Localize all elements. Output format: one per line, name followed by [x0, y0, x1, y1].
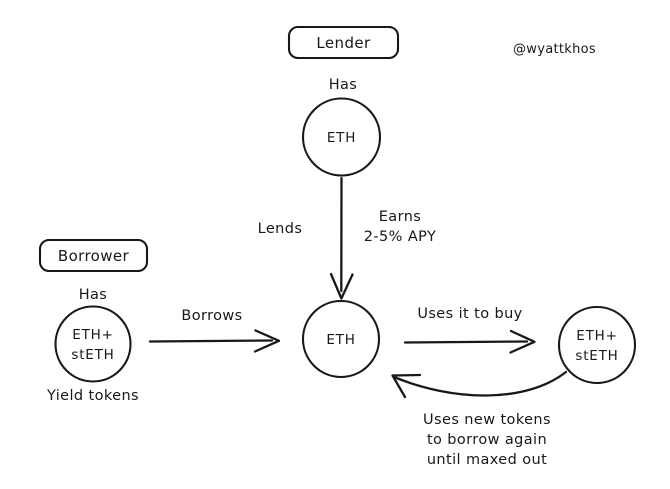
node-borrower-eth-steth-outline [54, 305, 132, 383]
node-bought-eth-steth-outline [557, 305, 637, 385]
arrow-borrows-label: Borrows [181, 308, 242, 324]
arrow-loop-back-head [391, 373, 422, 399]
arrow-earns-label-line2: 2-5% APY [364, 229, 436, 245]
borrower-has-label: Has [79, 287, 108, 303]
node-lender-eth-label: ETH [327, 130, 356, 146]
node-bought-eth-steth[interactable]: ETH+ stETH [557, 305, 637, 385]
arrow-borrows-head [253, 329, 281, 353]
lender-box-outline [287, 25, 400, 60]
node-pool-eth-outline [301, 299, 381, 379]
node-pool-eth-label: ETH [326, 332, 355, 348]
node-borrower-eth-steth[interactable]: ETH+ stETH [54, 305, 132, 383]
borrower-yield-caption: Yield tokens [46, 388, 139, 404]
arrow-uses-it-to-buy [403, 329, 536, 354]
node-pool-eth[interactable]: ETH [301, 299, 381, 379]
arrow-loop-back-label-line1: Uses new tokens [423, 412, 551, 428]
arrow-earns-label-line1: Earns [379, 209, 422, 225]
node-borrower-eth-steth-label-line2: stETH [71, 347, 114, 363]
node-lender-eth-outline [301, 97, 382, 177]
arrow-borrows [148, 329, 281, 353]
arrow-loop-back-shaft [392, 370, 568, 397]
node-bought-eth-steth-label-line2: stETH [575, 348, 618, 364]
node-borrower-eth-steth-label-line1: ETH+ [72, 327, 113, 343]
node-lender-eth[interactable]: ETH [301, 97, 382, 177]
arrow-lends-head [329, 272, 354, 300]
arrow-uses-it-to-buy-head [509, 329, 536, 354]
borrower-box-outline [38, 238, 149, 273]
lender-box[interactable]: Lender [287, 25, 400, 60]
arrow-borrows-shaft [148, 339, 274, 343]
borrower-box[interactable]: Borrower [38, 238, 149, 273]
arrow-uses-it-to-buy-label: Uses it to buy [417, 306, 522, 322]
borrower-box-label: Borrower [58, 247, 130, 265]
arrow-loop-back-label-line3: until maxed out [427, 452, 547, 468]
arrow-lends [329, 176, 354, 300]
arrow-loop-back [391, 370, 568, 399]
lender-box-label: Lender [316, 34, 371, 52]
arrow-uses-it-to-buy-shaft [403, 340, 529, 344]
arrow-loop-back-label-line2: to borrow again [427, 432, 547, 448]
node-bought-eth-steth-label-line1: ETH+ [576, 328, 617, 344]
arrow-lends-label: Lends [258, 221, 303, 237]
lender-has-label: Has [329, 77, 358, 93]
author-handle: @wyattkhos [513, 42, 596, 57]
